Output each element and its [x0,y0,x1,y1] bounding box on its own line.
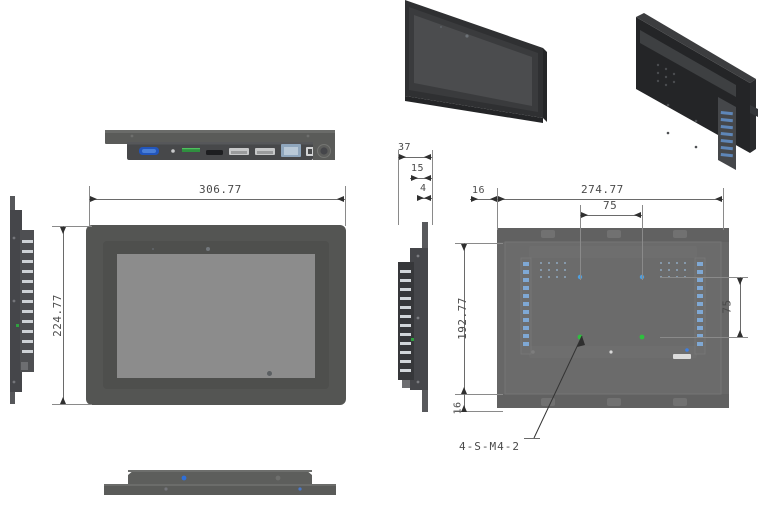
front-width-arrow-left [90,196,97,202]
iso-rear-svg [636,13,758,170]
rear-edge-offset-dim-line [470,199,498,200]
rear-height-dim-line [464,243,465,394]
lan-port [281,144,301,157]
bottom-view-svg [104,470,336,495]
depth-total-label: 37 [398,142,412,153]
depth-body-dim-line [410,178,432,179]
front-height-ext-top [52,226,92,227]
vesa-h-label: 75 [603,199,618,212]
vesa-h-arrow-right [634,212,641,218]
rear-edge-offset-arrow-left [471,196,478,202]
front-indicator-dot [267,371,272,376]
vesa-v-arrow-top [737,278,743,285]
vesa-h-dim-line [580,215,642,216]
vga-port [139,147,159,155]
rear-bottom-offset-ext [455,411,503,412]
vesa-h-ext-right [642,205,643,280]
front-height-ext-bottom [52,404,92,405]
depth-total-arrow-left [399,154,406,160]
bottom-view [104,462,336,498]
vesa-v-label: 75 [720,299,734,314]
rear-width-arrow-right [715,196,722,202]
isometric-front-view [395,0,555,160]
rear-width-arrow-left [498,196,505,202]
iso-front-svg [405,0,547,123]
rear-bottom-offset-arrow [461,405,467,412]
depth-body-label: 15 [411,163,425,174]
vesa-v-ext-top [660,277,748,278]
vesa-v-ext-bottom [660,337,748,338]
rear-bottom-offset-label: 16 [452,401,464,415]
terminal-block [182,148,200,152]
top-io-svg [105,130,344,160]
rear-height-arrow-top [461,244,467,251]
rear-view-svg [497,228,729,408]
depth-total-dim-line [398,157,432,158]
front-width-dim-line [89,199,345,200]
depth-bezel-label: 4 [420,183,427,194]
right-side-view [398,222,434,412]
front-width-label: 306.77 [199,183,242,196]
vesa-h-arrow-left [581,212,588,218]
rear-height-ext-top [455,243,503,244]
depth-bezel-arrow-left [417,195,424,201]
vesa-h-ext-left [580,205,581,280]
depth-bezel-arrow-right [424,195,431,201]
mounting-thread-leader-shelf [524,438,540,439]
right-side-svg [398,222,428,412]
rear-edge-offset-arrow-right [490,196,497,202]
front-display-screen [117,254,315,378]
depth-total-arrow-right [424,154,431,160]
front-width-ext-left [89,186,90,226]
depth-body-arrow-right [424,175,431,181]
left-side-svg [10,196,34,404]
mounting-thread-label: 4-S-M4-2 [459,440,520,453]
rear-edge-offset-ext [497,188,498,230]
front-height-label: 224.77 [50,294,64,337]
rear-width-ext-right [723,188,724,230]
rear-width-dim-line [497,199,723,200]
front-view [86,225,346,405]
front-width-arrow-right [337,196,344,202]
vesa-hole-bottom-left [577,334,583,340]
rear-width-label: 274.77 [581,183,624,196]
vesa-v-arrow-bottom [737,330,743,337]
vesa-v-dim-line [740,277,741,337]
front-height-arrow-bottom [60,397,66,404]
rear-height-ext-bottom [455,394,503,395]
depth-total-ext-right [432,150,433,225]
top-io-view [105,128,344,170]
perforation-left [540,262,566,278]
front-sensor-dot [152,248,154,250]
isometric-rear-view [618,5,768,180]
hdmi-port [206,150,223,155]
rear-height-label: 192.77 [455,297,469,340]
led-indicator [171,149,175,153]
front-width-ext-right [345,186,346,226]
left-side-view [2,196,36,404]
front-camera-dot [206,247,210,251]
front-height-arrow-top [60,227,66,234]
vesa-hole-bottom-right [639,334,645,340]
bottom-blue-hole [181,475,187,481]
rear-height-arrow-bottom [461,387,467,394]
rear-edge-offset-label: 16 [472,185,486,196]
front-height-dim-line [63,226,64,404]
rear-view [497,228,729,408]
rear-bottom-offset-dim-line [464,394,465,411]
depth-total-ext-left [398,150,399,225]
depth-body-arrow-left [411,175,418,181]
